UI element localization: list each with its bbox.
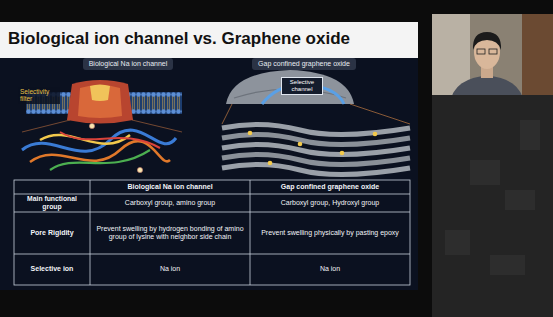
- table-cell-text: Prevent swelling physically by pasting e…: [261, 229, 399, 237]
- webcam-thumbnail: [432, 14, 553, 95]
- webcam-thumbnail: [473, 32, 501, 50]
- table-cell: Prevent swelling physically by pasting e…: [250, 212, 410, 254]
- callout-label-text: Selectivity filter: [20, 88, 58, 103]
- table-cell: Na ion: [90, 254, 250, 285]
- table-grid: [14, 254, 410, 255]
- slide-panel: [0, 22, 418, 290]
- video-grey-area: [445, 230, 470, 255]
- table-grid: [90, 180, 91, 285]
- graphene-oxide-illustration: [340, 151, 345, 156]
- table-grid: [250, 180, 251, 285]
- callout-label: Selectivity filter: [18, 87, 60, 104]
- table-cell: Carboxyl group, amino group: [90, 194, 250, 212]
- slide-title: Biological ion channel vs. Graphene oxid…: [8, 29, 350, 49]
- video-grey-area: [470, 160, 500, 185]
- table-cell: Carboxyl group, Hydroxyl group: [250, 194, 410, 212]
- table-grid: [14, 194, 410, 195]
- table-header: Gap confined graphene oxide: [250, 180, 410, 194]
- node-text: Gap confined graphene oxide: [258, 60, 350, 68]
- table-row-header: Main functional group: [14, 194, 90, 212]
- column-header-box: Gap confined graphene oxide: [252, 58, 356, 70]
- table-header-text: Biological Na ion channel: [127, 183, 212, 191]
- table-cell: Prevent swelling by hydrogen bonding of …: [90, 212, 250, 254]
- ion-channel-illustration: [90, 85, 110, 102]
- table-header: Biological Na ion channel: [90, 180, 250, 194]
- ion-channel-illustration: [137, 167, 142, 172]
- node-text: Selective channel: [285, 79, 319, 93]
- slide-panel: [0, 22, 418, 290]
- webcam-thumbnail: [489, 49, 497, 54]
- graphene-oxide-illustration: [248, 131, 253, 136]
- table-row-header: Pore Rigidity: [14, 212, 90, 254]
- table-cell: Na ion: [250, 254, 410, 285]
- ion-channel-illustration: [67, 80, 133, 124]
- ion-channel-illustration: [50, 150, 150, 170]
- graphene-oxide-illustration: [373, 132, 378, 137]
- table-header-text: Gap confined graphene oxide: [281, 183, 379, 191]
- node-text: Biological Na ion channel: [89, 60, 168, 68]
- graphene-oxide-illustration: [222, 124, 410, 134]
- ion-channel-illustration: [60, 132, 160, 148]
- graphene-oxide-illustration: [298, 142, 303, 147]
- column-header-box: Biological Na ion channel: [83, 58, 174, 70]
- graphene-oxide-illustration: [268, 161, 273, 166]
- graphene-oxide-illustration: [222, 164, 410, 174]
- callout-box: Selective channel: [281, 77, 323, 95]
- webcam-thumbnail: [451, 76, 523, 95]
- video-grey-area: [505, 190, 535, 210]
- video-grey-area: [432, 95, 553, 317]
- graphene-oxide-illustration: [222, 104, 410, 124]
- table-row-header-text: Main functional group: [18, 195, 86, 211]
- table-cell-text: Carboxyl group, Hydroxyl group: [281, 199, 379, 207]
- table-row-header: Selective ion: [14, 254, 90, 285]
- graphene-oxide-illustration: [226, 70, 354, 104]
- graphene-oxide-illustration: [222, 70, 410, 175]
- table-cell-text: Carboxyl group, amino group: [125, 199, 215, 207]
- table-grid: [14, 180, 410, 285]
- table-row-header-text: Selective ion: [31, 265, 74, 273]
- video-grey-area: [520, 120, 540, 150]
- table-cell-text: Prevent swelling by hydrogen bonding of …: [94, 225, 246, 241]
- table-cell-text: Na ion: [160, 265, 180, 273]
- table-cell-text: Na ion: [320, 265, 340, 273]
- slide-panel: [0, 22, 418, 58]
- webcam-thumbnail: [477, 49, 485, 54]
- video-grey-area: [490, 255, 525, 275]
- webcam-thumbnail: [522, 14, 553, 95]
- ion-channel-illustration: [78, 85, 122, 118]
- table-grid: [14, 180, 410, 285]
- ion-channel-illustration: [22, 120, 182, 132]
- table-row-header-text: Pore Rigidity: [30, 229, 73, 237]
- video-grey-area: [432, 95, 553, 317]
- table-grid: [14, 212, 410, 213]
- ion-channel-illustration: [89, 123, 94, 128]
